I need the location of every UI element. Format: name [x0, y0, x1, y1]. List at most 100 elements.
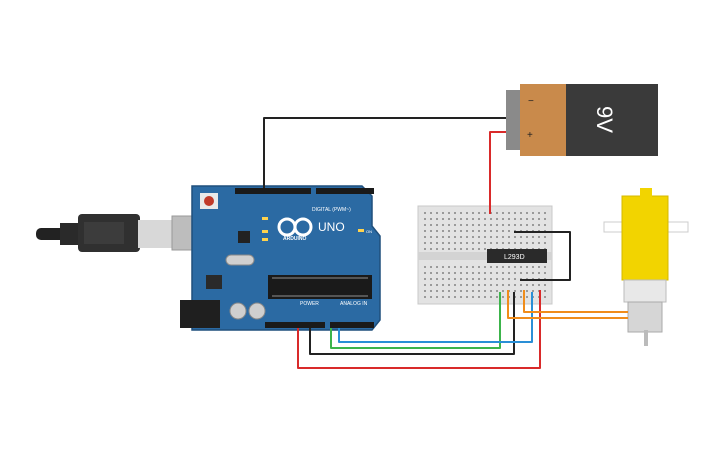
breadboard-hole	[508, 242, 510, 244]
breadboard-hole	[430, 290, 432, 292]
breadboard-hole	[472, 242, 474, 244]
battery-minus-sign: −	[528, 96, 534, 107]
breadboard-hole	[448, 224, 450, 226]
dc-motor[interactable]	[603, 188, 689, 346]
breadboard-hole	[514, 224, 516, 226]
wire-breadboard-gnd	[514, 231, 571, 281]
breadboard-hole	[478, 218, 480, 220]
breadboard-hole	[508, 218, 510, 220]
breadboard-hole	[460, 266, 462, 268]
breadboard-hole	[484, 212, 486, 214]
breadboard-hole	[454, 290, 456, 292]
digital-label: DIGITAL (PWM~)	[312, 207, 351, 213]
breadboard-hole	[538, 212, 540, 214]
breadboard-hole	[514, 278, 516, 280]
breadboard-hole	[508, 212, 510, 214]
breadboard-hole	[442, 224, 444, 226]
breadboard-hole	[472, 224, 474, 226]
led-on	[358, 229, 364, 232]
capacitor-2	[248, 302, 266, 320]
battery-9v[interactable]: − + 9V	[506, 84, 658, 156]
breadboard-hole	[538, 242, 540, 244]
breadboard-hole	[472, 266, 474, 268]
breadboard-hole	[484, 242, 486, 244]
crystal	[225, 254, 255, 266]
breadboard-hole	[460, 248, 462, 250]
breadboard-hole	[484, 266, 486, 268]
breadboard-hole	[460, 218, 462, 220]
breadboard-hole	[472, 212, 474, 214]
breadboard-hole	[454, 266, 456, 268]
breadboard-hole	[508, 230, 510, 232]
l293d-chip[interactable]: L293D	[487, 249, 547, 263]
breadboard-hole	[490, 272, 492, 274]
breadboard-hole	[538, 218, 540, 220]
breadboard-hole	[514, 290, 516, 292]
arduino-logo-text: ARDUINO	[283, 236, 306, 242]
breadboard-hole	[532, 218, 534, 220]
breadboard-hole	[466, 218, 468, 220]
breadboard-hole	[442, 218, 444, 220]
breadboard-hole	[520, 242, 522, 244]
breadboard-hole	[532, 266, 534, 268]
breadboard-hole	[466, 248, 468, 250]
breadboard-hole	[478, 242, 480, 244]
breadboard-hole	[442, 272, 444, 274]
breadboard-hole	[424, 248, 426, 250]
breadboard-hole	[490, 230, 492, 232]
breadboard-hole	[502, 284, 504, 286]
breadboard-hole	[460, 278, 462, 280]
breadboard-hole	[430, 224, 432, 226]
breadboard-hole	[454, 242, 456, 244]
breadboard-hole	[490, 266, 492, 268]
breadboard-hole	[436, 236, 438, 238]
breadboard-hole	[436, 272, 438, 274]
wire-5v	[297, 290, 541, 369]
breadboard-hole	[424, 236, 426, 238]
arduino-uno-board[interactable]: DIGITAL (PWM~) ARDUINO UNO ON	[180, 185, 381, 331]
breadboard-hole	[538, 272, 540, 274]
breadboard-hole	[430, 242, 432, 244]
chip-label: L293D	[504, 254, 525, 261]
breadboard-hole	[544, 242, 546, 244]
breadboard-hole	[478, 248, 480, 250]
breadboard-hole	[442, 236, 444, 238]
breadboard-hole	[496, 218, 498, 220]
wire-battery-positive	[489, 131, 506, 214]
breadboard-hole	[484, 284, 486, 286]
breadboard-hole	[496, 230, 498, 232]
battery-cap	[520, 84, 570, 156]
breadboard-hole	[448, 296, 450, 298]
breadboard-hole	[508, 236, 510, 238]
breadboard-hole	[496, 290, 498, 292]
breadboard-hole	[532, 224, 534, 226]
breadboard-hole	[520, 212, 522, 214]
breadboard-hole	[508, 224, 510, 226]
breadboard-hole	[472, 272, 474, 274]
breadboard-hole	[460, 224, 462, 226]
breadboard-hole	[430, 284, 432, 286]
breadboard-hole	[484, 272, 486, 274]
breadboard-hole	[424, 242, 426, 244]
breadboard-hole	[472, 248, 474, 250]
breadboard-hole	[478, 266, 480, 268]
breadboard-hole	[448, 278, 450, 280]
breadboard-hole	[478, 290, 480, 292]
wire-gnd	[309, 292, 515, 355]
breadboard-hole	[502, 212, 504, 214]
breadboard-hole	[424, 212, 426, 214]
motor-gearbox	[621, 195, 669, 281]
usb-chip	[238, 231, 250, 243]
led-tx	[262, 230, 268, 233]
breadboard-hole	[484, 230, 486, 232]
breadboard-hole	[490, 242, 492, 244]
reset-button-cap[interactable]	[204, 196, 214, 206]
board-model-label: UNO	[318, 220, 345, 234]
power-jack[interactable]	[180, 300, 220, 328]
power-header	[265, 322, 325, 328]
breadboard-hole	[430, 236, 432, 238]
breadboard-hole	[502, 242, 504, 244]
breadboard-hole	[514, 266, 516, 268]
breadboard-hole	[448, 290, 450, 292]
breadboard-hole	[436, 218, 438, 220]
